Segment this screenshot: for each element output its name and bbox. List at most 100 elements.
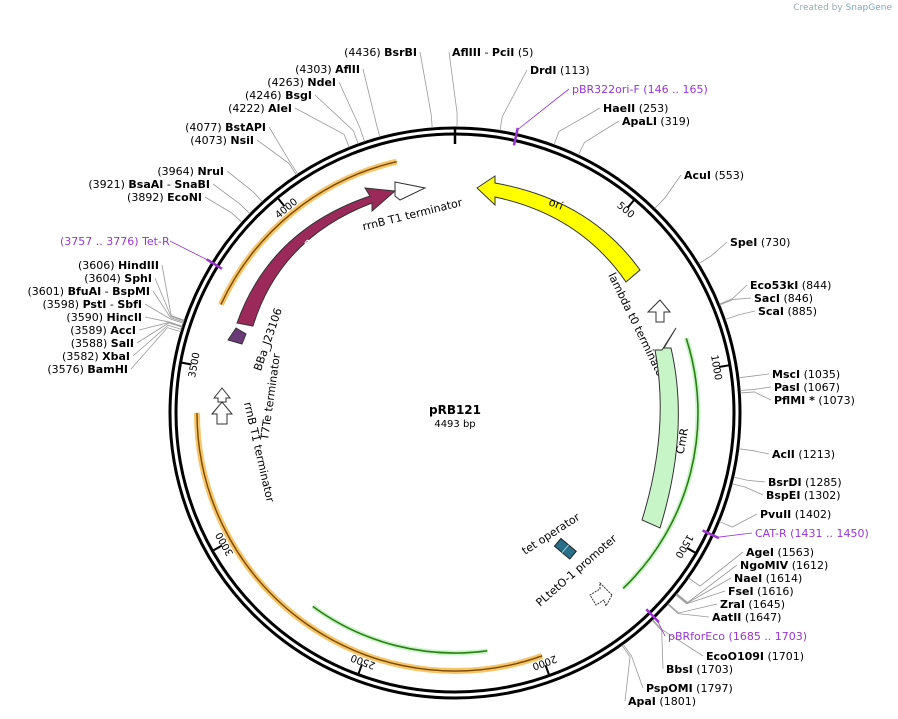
- site-name: SphI: [124, 272, 152, 285]
- site-name: PstI: [83, 298, 107, 311]
- site-label[interactable]: (4246) BsgI: [245, 89, 312, 102]
- site-leader-line: [651, 620, 664, 670]
- site-label[interactable]: (3892) EcoNI: [127, 191, 202, 204]
- site-label[interactable]: SacI (846): [754, 292, 813, 305]
- site-leader-line: [667, 603, 710, 618]
- site-label[interactable]: (4073) NsiI: [190, 134, 254, 147]
- orf-arc-bottom-green-line: [312, 605, 488, 654]
- site-label[interactable]: PasI (1067): [774, 381, 840, 394]
- site-label[interactable]: MscI (1035): [772, 368, 840, 381]
- site-label[interactable]: (3576) BamHI: [47, 363, 128, 376]
- primer-range: (1685 .. 1703): [729, 630, 808, 643]
- site-name: AccI: [110, 324, 136, 337]
- site-position: (553): [711, 169, 744, 182]
- site-label[interactable]: (3604) SphI: [84, 272, 152, 285]
- site-label[interactable]: BbsI (1703): [666, 663, 733, 676]
- site-label[interactable]: NaeI (1614): [734, 572, 802, 585]
- cmr-feature[interactable]: [641, 327, 679, 529]
- primer-leader-line: [657, 620, 666, 637]
- site-label[interactable]: (3589) AccI: [70, 324, 136, 337]
- site-label[interactable]: AclI (1213): [772, 448, 835, 461]
- site-leader-line: [719, 513, 758, 528]
- site-label[interactable]: EcoO109I (1701): [706, 650, 804, 663]
- site-label[interactable]: (3921) BsaAI - SnaBI: [88, 178, 210, 191]
- ori-feature[interactable]: [476, 175, 641, 283]
- site-label[interactable]: BspEI (1302): [766, 489, 841, 502]
- site-label[interactable]: (3598) PstI - SbfI: [42, 298, 142, 311]
- primer-name: Tet-R: [141, 235, 170, 248]
- site-label[interactable]: PvuII (1402): [760, 508, 831, 521]
- site-label[interactable]: HaeII (253): [603, 102, 668, 115]
- site-label[interactable]: (4263) NdeI: [267, 76, 336, 89]
- site-label[interactable]: (3964) NruI: [157, 165, 224, 178]
- site-label[interactable]: PspOMI (1797): [646, 682, 733, 695]
- site-label[interactable]: (4077) BstAPI: [185, 121, 266, 134]
- site-name: BspEI: [766, 489, 800, 502]
- site-label[interactable]: (4222) AleI: [228, 102, 292, 115]
- site-label[interactable]: AatII (1647): [712, 611, 781, 624]
- tet-operator-feature[interactable]: [553, 537, 577, 560]
- primer-label[interactable]: (3757 .. 3776) Tet-R: [60, 235, 170, 248]
- primer-mark: [702, 529, 720, 540]
- site-leader-line: [740, 391, 772, 401]
- site-label[interactable]: (3606) HindIII: [78, 259, 159, 272]
- site-name: MscI: [772, 368, 800, 381]
- site-position: (846): [780, 292, 813, 305]
- site-label[interactable]: (3590) HincII: [66, 311, 142, 324]
- site-leader-line: [212, 183, 251, 215]
- site-name: AleI: [268, 102, 292, 115]
- pltet-promoter-arrow[interactable]: [589, 581, 613, 608]
- site-name: PflMI *: [774, 394, 815, 407]
- site-label[interactable]: ZraI (1645): [720, 598, 785, 611]
- site-label[interactable]: (3582) XbaI: [62, 350, 130, 363]
- site-name: EcoO109I: [706, 650, 764, 663]
- site-name: DrdI: [530, 64, 557, 77]
- site-leader-line: [719, 297, 752, 306]
- site-label[interactable]: PflMI * (1073): [774, 394, 855, 407]
- site-label[interactable]: (3601) BfuAI - BspMI: [27, 285, 150, 298]
- site-position: (1035): [800, 368, 840, 381]
- primer-label[interactable]: pBRforEco (1685 .. 1703): [668, 630, 807, 643]
- orf-arc-top-line: [220, 160, 397, 305]
- lambda-t0-terminator-arrow[interactable]: [646, 299, 672, 323]
- site-name: NruI: [197, 165, 224, 178]
- site-label[interactable]: AgeI (1563): [746, 546, 814, 559]
- site-label[interactable]: NgoMIV (1612): [740, 559, 828, 572]
- site-label[interactable]: ApaI (1801): [628, 695, 696, 708]
- site-label[interactable]: DrdI (113): [530, 64, 590, 77]
- site-label[interactable]: AcuI (553): [684, 169, 744, 182]
- site-label[interactable]: AflIII - PciI (5): [452, 46, 533, 59]
- primer-label[interactable]: pBR322ori-F (146 .. 165): [572, 83, 708, 96]
- site-label[interactable]: BsrDI (1285): [768, 476, 842, 489]
- site-label[interactable]: (3588) SalI: [71, 337, 134, 350]
- site-label[interactable]: ScaI (885): [758, 305, 817, 318]
- site-name: HaeII: [603, 102, 635, 115]
- snapgene-brand: SnapGene: [845, 3, 892, 13]
- site-position: (113): [557, 64, 590, 77]
- site-name: HincII: [106, 311, 142, 324]
- site-label[interactable]: Eco53kI (844): [750, 279, 831, 292]
- tetr-feature[interactable]: [236, 187, 397, 327]
- site-leader-line: [419, 51, 433, 128]
- site-name: EcoNI: [167, 191, 202, 204]
- site-leader-line: [698, 241, 728, 264]
- t7te-terminator-arrow[interactable]: [212, 387, 232, 403]
- site-name: BsrDI: [768, 476, 802, 489]
- site-leader-line: [621, 645, 631, 702]
- site-position: (885): [784, 305, 817, 318]
- primer-label[interactable]: CAT-R (1431 .. 1450): [755, 527, 869, 540]
- tick-label-500: 500: [614, 200, 636, 221]
- bba-j23106-feature[interactable]: [227, 327, 247, 345]
- site-label[interactable]: (4303) AflII: [295, 63, 360, 76]
- site-label[interactable]: FseI (1616): [728, 585, 794, 598]
- site-leader-line: [688, 551, 744, 587]
- site-label[interactable]: SpeI (730): [730, 236, 790, 249]
- rrnb-t1-terminator-top-arrow[interactable]: [394, 181, 427, 201]
- site-leader-line: [667, 603, 718, 614]
- site-label[interactable]: ApaLI (319): [622, 115, 690, 128]
- tick-label-1000: 1000: [708, 354, 723, 381]
- site-separator: -: [101, 285, 112, 298]
- site-name: AatII: [712, 611, 741, 624]
- site-label[interactable]: (4436) BsrBI: [344, 46, 417, 59]
- rrnb-t1-terminator-left-arrow[interactable]: [210, 401, 234, 425]
